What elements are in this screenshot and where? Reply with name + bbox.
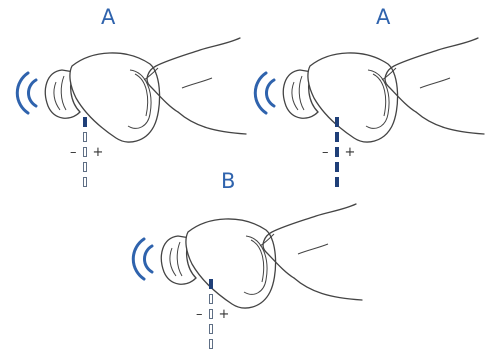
earbud-touch-illustration	[138, 188, 358, 308]
volume-segment-filled	[335, 162, 339, 172]
volume-segment-empty	[83, 177, 87, 187]
volume-down-sign: –	[196, 308, 203, 322]
volume-segment-empty	[209, 324, 213, 334]
volume-level-indicator: – +	[322, 146, 355, 160]
volume-segment-filled	[335, 132, 339, 142]
volume-level-indicator: – +	[196, 308, 229, 322]
volume-segment-filled	[335, 177, 339, 187]
volume-down-sign: –	[322, 146, 329, 160]
volume-up-sign: +	[93, 146, 104, 160]
volume-segment-empty	[83, 147, 87, 157]
volume-up-sign: +	[345, 146, 356, 160]
earbud-touch-illustration	[22, 22, 242, 142]
volume-level-indicator: – +	[70, 146, 103, 160]
volume-segment-filled	[335, 147, 339, 157]
volume-level-segments	[209, 278, 216, 353]
earbud-volume-diagram: { "colors": { "accent": "#2f63ad", "leve…	[0, 0, 488, 325]
volume-segment-empty	[209, 309, 213, 319]
volume-segment-empty	[83, 162, 87, 172]
volume-segment-filled	[335, 117, 339, 127]
volume-segment-empty	[209, 339, 213, 349]
volume-up-sign: +	[219, 308, 230, 322]
volume-down-sign: –	[70, 146, 77, 160]
volume-level-segments	[335, 116, 342, 191]
earbud-touch-illustration	[260, 22, 480, 142]
volume-segment-empty	[209, 294, 213, 304]
volume-segment-empty	[83, 132, 87, 142]
volume-segment-filled	[209, 279, 213, 289]
volume-segment-filled	[83, 117, 87, 127]
volume-level-segments	[83, 116, 90, 191]
